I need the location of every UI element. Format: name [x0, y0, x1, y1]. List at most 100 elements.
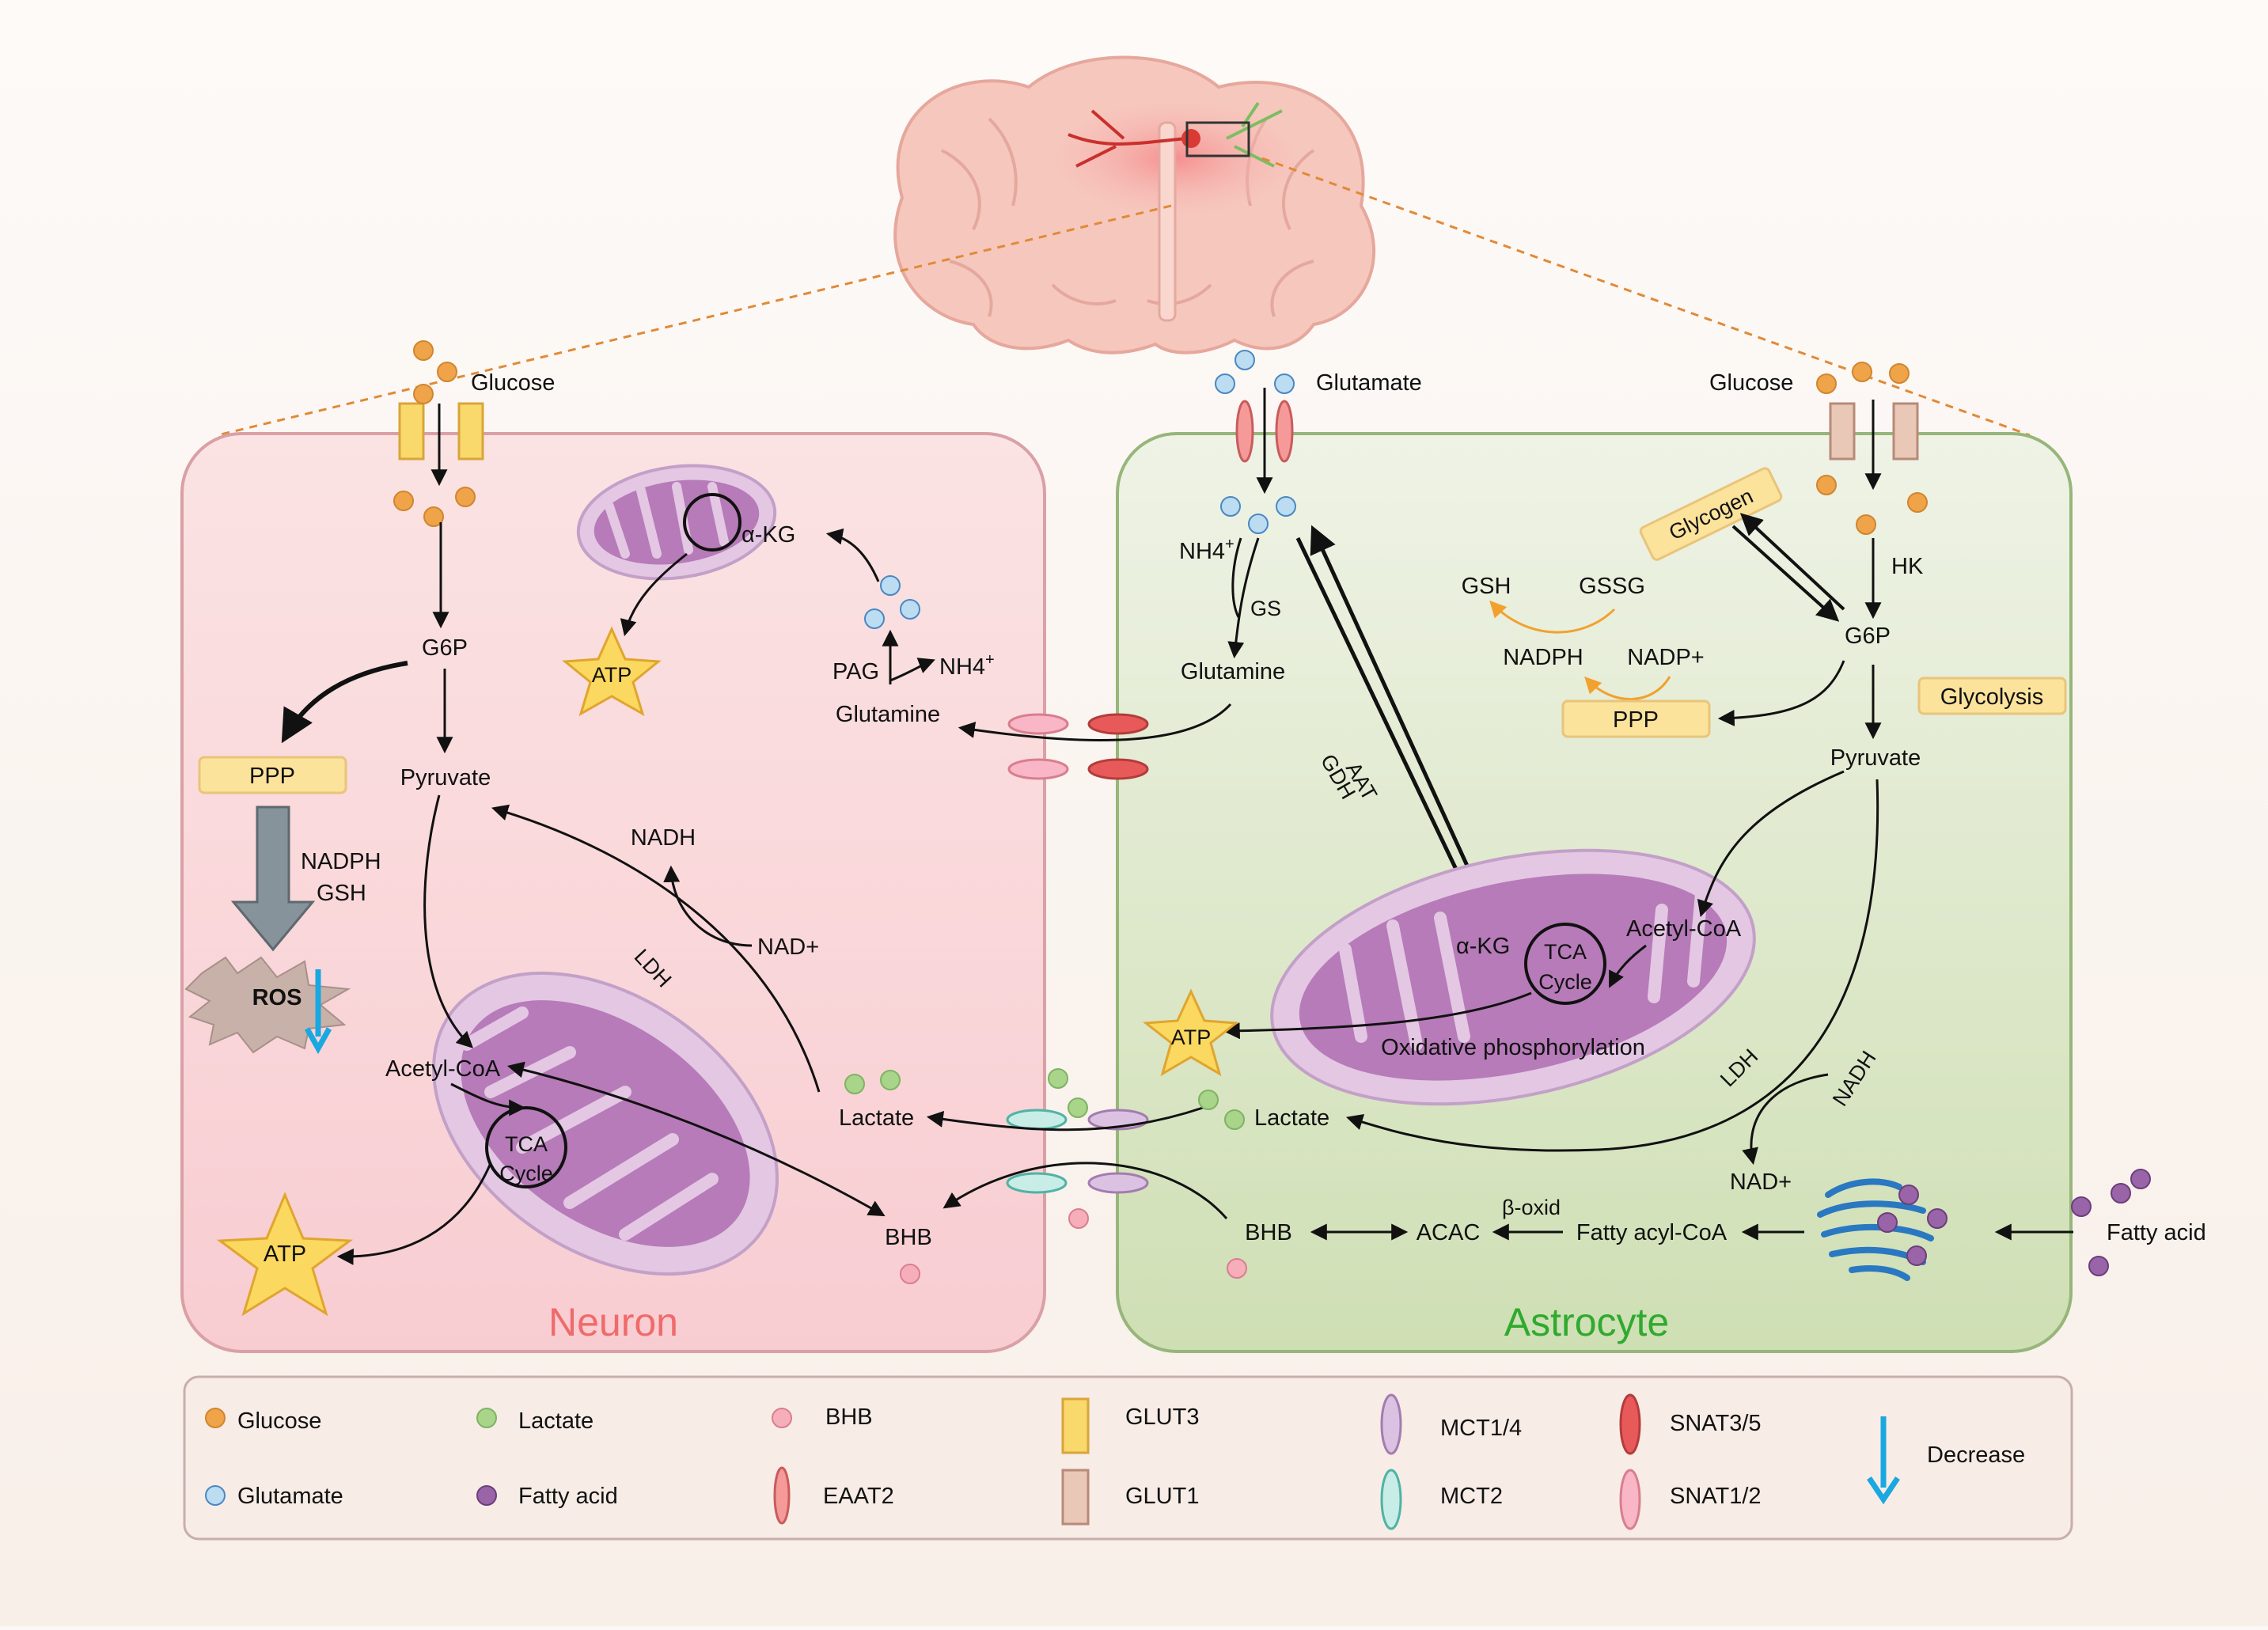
astro-ppp-box [1561, 699, 1711, 738]
neuron-label: Neuron [548, 1300, 678, 1344]
astro-glutamine: Glutamine [1181, 659, 1285, 684]
glut1-transporter [1892, 402, 1919, 461]
neuron-gsh: GSH [317, 881, 366, 906]
mct14-transporter [1087, 1172, 1149, 1194]
astro-bhb-molecule [1227, 1258, 1247, 1279]
neuron-ppp-box [198, 756, 347, 794]
astro-gs: GS [1250, 597, 1281, 620]
astro-akg: α-KG [1456, 934, 1510, 959]
ros-label: ROS [252, 985, 302, 1010]
glut1-transporter [1829, 402, 1856, 461]
astro-gsh: GSH [1462, 574, 1511, 599]
astro-glucose: Glucose [1709, 370, 1793, 396]
legend-mct14: MCT1/4 [1440, 1416, 1522, 1441]
mct2-transporter [1006, 1109, 1068, 1131]
neuron-glutamate-molecules [864, 575, 920, 629]
legend-glut1: GLUT1 [1125, 1484, 1199, 1509]
snat35-transporter [1087, 758, 1149, 780]
astro-tca-cycle [1524, 923, 1606, 1005]
neuron-pag: PAG [832, 659, 879, 684]
fatty-acid-molecules [2071, 1169, 2151, 1276]
nadph-gsh-arrow [230, 806, 316, 952]
legend-bhb: BHB [825, 1404, 873, 1430]
astro-gssg: GSSG [1579, 574, 1645, 599]
neuron-nh4: NH4+ [939, 651, 995, 680]
neuron-atp-star-top [562, 626, 662, 717]
neuron-glucose-label: Glucose [471, 370, 555, 396]
legend-lactate: Lactate [518, 1408, 594, 1434]
glucose-molecules [393, 340, 476, 527]
transit-bhb [1068, 1208, 1089, 1229]
astro-ppp: PPP [1613, 707, 1659, 733]
astro-glucose-molecules [1816, 362, 1928, 535]
glut3-transporter [398, 402, 425, 461]
snat12-transporter [1007, 713, 1069, 735]
glutamate-molecules [1215, 350, 1296, 534]
astro-lactate: Lactate [1254, 1105, 1329, 1131]
transit-lactate [1048, 1068, 1088, 1118]
astro-nadp-plus: NADP+ [1627, 645, 1705, 670]
astro-cycle: Cycle [1538, 970, 1592, 994]
astro-lactate-molecules [1198, 1090, 1245, 1130]
astro-bhb: BHB [1245, 1220, 1292, 1245]
astro-glutamate: Glutamate [1316, 370, 1422, 396]
neuron-atp-bottom: ATP [264, 1241, 306, 1267]
legend-snat35: SNAT3/5 [1670, 1411, 1762, 1436]
neuron-akg-cycle [683, 493, 741, 552]
legend-glucose: Glucose [237, 1408, 321, 1434]
neuron-acetyl-coa: Acetyl-CoA [385, 1056, 501, 1082]
neuron-cycle: Cycle [499, 1162, 553, 1185]
neuron-akg: α-KG [741, 522, 795, 548]
astro-mitochondrion [1270, 848, 1756, 1106]
neuron-bhb: BHB [885, 1225, 932, 1250]
neuron-nadph: NADPH [301, 849, 381, 874]
astro-g6p: G6P [1845, 624, 1891, 649]
astrocyte-label: Astrocyte [1504, 1300, 1669, 1344]
legend-glut3: GLUT3 [1125, 1404, 1199, 1430]
neuron-nadh: NADH [631, 825, 696, 851]
neuron-atp-star-bottom [216, 1192, 354, 1317]
neuron-ppp: PPP [249, 764, 295, 789]
astro-beta-oxid: β-oxid [1502, 1196, 1561, 1219]
neuron-glutamine: Glutamine [836, 702, 940, 727]
snat12-transporter [1007, 758, 1069, 780]
astro-nh4: NH4+ [1179, 536, 1235, 564]
eaat2-transporter [1275, 400, 1294, 463]
neuron-g6p: G6P [422, 635, 468, 661]
legend-mct2: MCT2 [1440, 1484, 1503, 1509]
astro-pyruvate: Pyruvate [1830, 745, 1921, 771]
neuron-tca: TCA [505, 1132, 548, 1156]
astro-fatty-acid: Fatty acid [2107, 1220, 2206, 1245]
astro-fatty-acyl-coa: Fatty acyl-CoA [1576, 1220, 1728, 1245]
snat35-transporter [1087, 713, 1149, 735]
er-fatty-acid [1877, 1185, 1948, 1266]
glut3-transporter [457, 402, 484, 461]
glycolysis-box [1917, 677, 2067, 715]
neuron-atp-top: ATP [592, 663, 632, 687]
astro-acetyl-coa: Acetyl-CoA [1626, 916, 1742, 942]
neuron-lactate: Lactate [839, 1105, 914, 1131]
astro-atp-star [1143, 988, 1239, 1077]
brain-illustration [217, 55, 2031, 437]
legend: Glucose Glutamate Lactate Fatty acid BHB… [183, 1375, 2073, 1541]
neuron-nad-plus: NAD+ [757, 934, 819, 960]
astro-nad-plus: NAD+ [1730, 1169, 1792, 1195]
astro-acac: ACAC [1417, 1220, 1481, 1245]
legend-snat12: SNAT1/2 [1670, 1484, 1762, 1509]
legend-eaat2: EAAT2 [823, 1484, 894, 1509]
astro-glycolysis: Glycolysis [1940, 684, 2044, 710]
legend-fatty-acid: Fatty acid [518, 1484, 618, 1509]
legend-glutamate: Glutamate [237, 1484, 343, 1509]
astro-atp: ATP [1171, 1025, 1212, 1049]
neuron-mitochondrion-top [576, 464, 777, 581]
mct2-transporter [1006, 1172, 1068, 1194]
astro-oxphos: Oxidative phosphorylation [1381, 1035, 1645, 1060]
legend-decrease: Decrease [1927, 1442, 2025, 1468]
astro-hk: HK [1891, 554, 1924, 579]
eaat2-transporter [1235, 400, 1254, 463]
astro-tca: TCA [1544, 940, 1587, 964]
neuron-pyruvate: Pyruvate [400, 765, 491, 790]
astro-nadph: NADPH [1503, 645, 1583, 670]
